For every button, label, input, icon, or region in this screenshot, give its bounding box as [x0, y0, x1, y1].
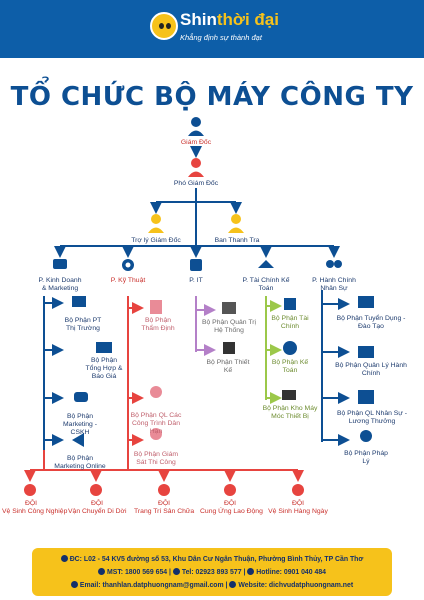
node-p-ky-thuat: P. Kỹ Thuật [110, 277, 146, 284]
team-icon-daily [292, 484, 304, 496]
header-band: Shinthời đại Khẳng định sự thành đạt [0, 0, 424, 58]
recruiting-icon [358, 296, 374, 308]
warehouse-icon [282, 390, 296, 400]
footer-web-line: Email: thanhlan.datphuongnam@gmail.com |… [32, 581, 392, 589]
tc-child-1: Bộ Phận Tài Chính [271, 315, 309, 330]
appraisal-icon [150, 300, 162, 314]
kd-child-3: Bộ Phận Marketing - CSKH [63, 413, 97, 436]
brand-logo[interactable]: Shinthời đại Khẳng định sự thành đạt [150, 6, 280, 52]
hr-dept-icon [326, 260, 342, 268]
email-icon [70, 581, 78, 588]
tax-icon [97, 568, 105, 575]
node-p-kinh-doanh: P. Kinh Doanh & Marketing [38, 277, 82, 292]
kt-child-1: Bộ Phận Thẩm Định [141, 317, 175, 332]
inspection-icon [228, 214, 244, 233]
kt-child-3: Bộ Phận Giám Sát Thi Công [133, 451, 179, 466]
location-icon [60, 555, 68, 562]
director-icon [188, 117, 204, 136]
tc-child-2: Bộ Phận Kế Toán [271, 359, 309, 374]
legal-icon [360, 430, 372, 442]
page-title: TỔ CHỨC BỘ MÁY CÔNG TY [10, 82, 414, 112]
payroll-icon [358, 390, 374, 404]
sales-dept-icon [53, 259, 67, 269]
it-dept-icon [190, 259, 202, 271]
admin-mgmt-icon [358, 346, 374, 358]
hc-child-2: Bộ Phận Quản Lý Hành Chính [335, 362, 407, 377]
online-marketing-icon [72, 433, 84, 447]
it-child-2: Bộ Phận Thiết Kế [206, 359, 250, 374]
node-p-tai-chinh: P. Tài Chính Kế Toán [242, 277, 290, 292]
design-icon [223, 342, 235, 354]
node-giam-doc: Giám Đốc [180, 139, 212, 146]
kd-child-1: Bộ Phận PT Thị Trường [64, 317, 102, 332]
hotline-icon [247, 568, 255, 575]
kd-child-4: Bộ Phận Marketing Online [54, 455, 106, 470]
team-icon-decor [158, 484, 170, 496]
projects-icon [150, 386, 162, 398]
hc-child-1: Bộ Phận Tuyển Dụng - Đào Tạo [336, 315, 406, 330]
market-dev-icon [72, 296, 86, 307]
system-admin-icon [222, 302, 236, 314]
assistant-icon [148, 214, 164, 233]
org-diagram [24, 117, 374, 496]
tech-dept-icon [122, 259, 134, 271]
node-p-it: P. IT [189, 277, 203, 284]
finance-dept-icon [258, 260, 274, 268]
finance-icon [284, 298, 296, 310]
kt-child-2: Bộ Phận QL Các Công Trình Dân Hạn [130, 412, 182, 435]
supervision-icon [150, 428, 162, 440]
brand-name: Shinthời đại [180, 10, 279, 29]
it-child-1: Bộ Phận Quản Trị Hệ Thống [201, 319, 257, 334]
footer-address-line: ĐC: L02 - 54 KV5 đường số 53, Khu Dân Cư… [32, 555, 392, 563]
hc-child-3: Bộ Phận QL Nhân Sự - Lương Thưởng [336, 410, 408, 425]
tc-child-3: Bộ Phận Kho Máy Móc Thiết Bị [262, 405, 318, 420]
phone-icon [172, 568, 180, 575]
hc-child-4: Bộ Phận Pháp Lý [344, 450, 388, 465]
team-icon-labor [224, 484, 236, 496]
team-icon-cleaning [24, 484, 36, 496]
team-icon-moving [90, 484, 102, 496]
summary-quote-icon [96, 342, 112, 353]
node-pho-giam-doc: Phó Giám Đốc [173, 180, 219, 187]
contact-footer: ĐC: L02 - 54 KV5 đường số 53, Khu Dân Cư… [32, 548, 392, 596]
brand-tagline: Khẳng định sự thành đạt [180, 33, 262, 42]
phone-cs-icon [74, 392, 88, 402]
node-p-hanh-chinh: P. Hành Chính Nhân Sự [312, 277, 356, 292]
node-tro-ly: Trợ lý Giám Đốc [131, 237, 181, 244]
vice-director-icon [188, 158, 204, 177]
node-ban-thanh-tra: Ban Thanh Tra [214, 237, 260, 244]
mascot-icon [150, 12, 178, 40]
kd-child-2: Bộ Phận Tổng Hợp & Báo Giá [85, 357, 123, 380]
footer-phone-line: MST: 1800 569 654 | Tel: 02923 893 577 |… [32, 568, 392, 576]
accounting-icon [283, 341, 297, 355]
website-icon [229, 581, 237, 588]
